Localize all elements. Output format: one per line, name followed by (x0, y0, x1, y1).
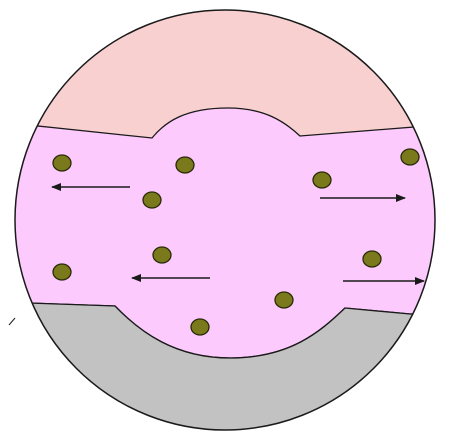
particle (191, 319, 209, 335)
particle (275, 292, 293, 308)
particle (153, 247, 171, 263)
outline-tick (9, 318, 15, 325)
particle (53, 264, 71, 280)
particle (143, 192, 161, 208)
particle (363, 251, 381, 267)
particle (53, 155, 71, 171)
particle (313, 172, 331, 188)
particle (176, 157, 194, 173)
particle (401, 149, 419, 165)
